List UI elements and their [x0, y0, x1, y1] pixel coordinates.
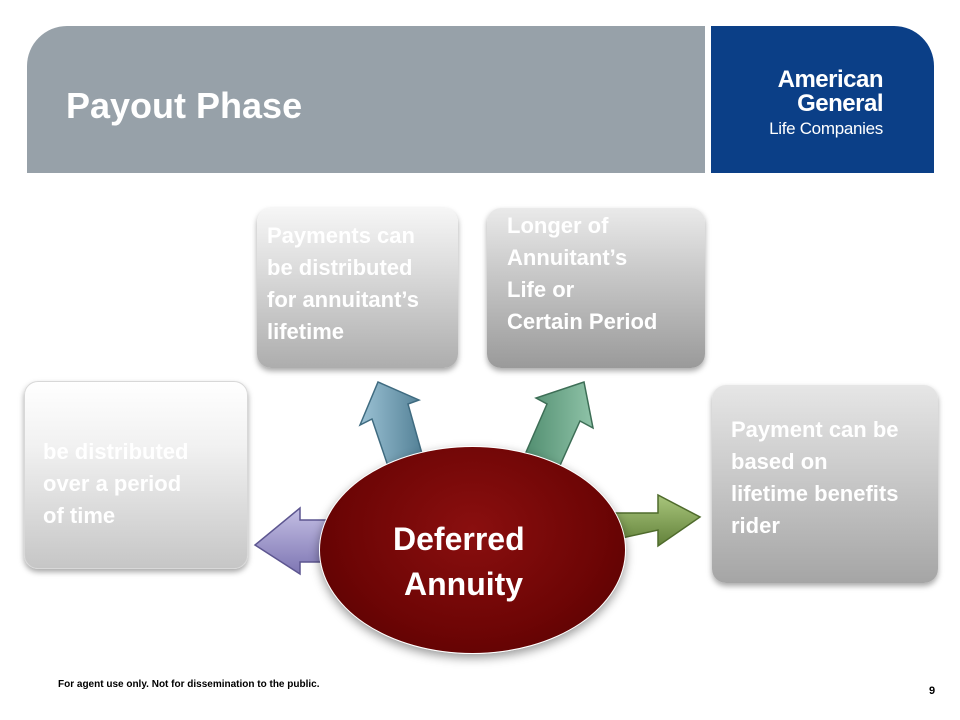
logo-text-line2: General	[797, 90, 883, 117]
box-line: Life or	[507, 277, 575, 302]
company-logo: American General Life Companies	[711, 26, 934, 173]
payout-option-life-or-certain-box: Longer of Annuitant’s Life or Certain Pe…	[487, 208, 705, 368]
box-line: for annuitant’s	[267, 287, 419, 312]
box-line: Payments can	[267, 223, 415, 248]
logo-text-line3: Life Companies	[769, 119, 883, 138]
payout-option-period-box: be distributed over a period of time	[24, 381, 248, 569]
payout-option-rider-box: Payment can be based on lifetime benefit…	[712, 385, 938, 583]
box-line: rider	[731, 513, 780, 538]
header-bar	[27, 26, 705, 173]
payout-option-lifetime-box: Payments can be distributed for annuitan…	[257, 208, 458, 368]
box-line: be distributed	[267, 255, 413, 280]
center-label-line1: Deferred	[393, 521, 525, 557]
box-line: Certain Period	[507, 309, 658, 334]
box-line: over a period	[43, 471, 182, 496]
box-line: based on	[731, 449, 828, 474]
box-line: be distributed	[43, 439, 189, 464]
logo-text-line1: American	[777, 66, 884, 93]
disclaimer-note: For agent use only. Not for disseminatio…	[58, 679, 320, 690]
box-line: Longer of	[507, 213, 609, 238]
center-label-line2: Annuity	[404, 566, 524, 602]
page-number: 9	[929, 685, 936, 697]
box-line: Payment can be	[731, 417, 899, 442]
box-line: lifetime	[267, 319, 345, 344]
deferred-annuity-oval	[319, 446, 626, 654]
page-title: Payout Phase	[66, 85, 303, 126]
box-line: Annuitant’s	[507, 245, 628, 270]
box-line: lifetime benefits	[731, 481, 899, 506]
box-line: of time	[43, 503, 116, 528]
